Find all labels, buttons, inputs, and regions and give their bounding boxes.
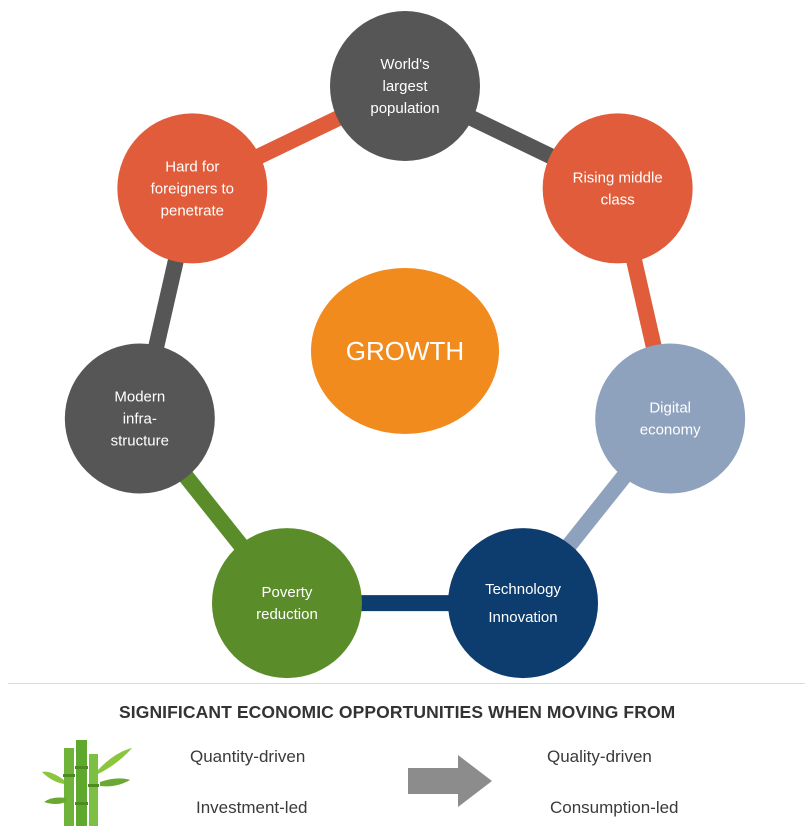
node-circle <box>448 528 599 679</box>
node-infrastructure: Modern infra-structure <box>64 343 215 494</box>
node-label-line: Modern <box>114 389 165 406</box>
node-circle <box>542 113 693 264</box>
node-circle <box>117 113 268 264</box>
to-item-quality: Quality-driven <box>547 747 652 766</box>
section-divider <box>8 683 805 684</box>
node-label-line: class <box>601 191 635 208</box>
node-label-line: infra- <box>123 411 157 428</box>
node-circle <box>595 343 746 494</box>
node-label-line: Digital <box>649 400 691 417</box>
node-population: World's largest population <box>330 11 480 161</box>
from-item-quantity: Quantity-driven <box>190 747 306 766</box>
node-label-line: reduction <box>256 606 318 623</box>
node-label-line: Rising middle <box>573 169 663 186</box>
node-label-line: largest <box>382 78 428 95</box>
node-label-line: population <box>370 100 439 117</box>
node-circle <box>64 343 215 494</box>
node-circle <box>330 11 480 161</box>
center-node: GROWTH <box>311 268 499 434</box>
node-label-line: Technology <box>485 581 561 598</box>
node-label-line: Innovation <box>488 609 557 626</box>
node-label-line: World's <box>380 56 429 73</box>
from-item-investment: Investment-led <box>196 798 308 817</box>
node-digital: Digital economy <box>595 343 746 494</box>
node-label-line: foreigners to <box>151 180 234 197</box>
node-poverty: Poverty reduction <box>211 528 362 679</box>
node-middle-class: Rising middle class <box>542 113 693 264</box>
bamboo-icon <box>42 740 132 826</box>
node-foreigners: Hard for foreigners to penetrate <box>117 113 268 264</box>
right-arrow-icon <box>408 755 492 807</box>
node-label-line: Poverty <box>262 584 313 601</box>
node-label-line: penetrate <box>161 202 224 219</box>
to-item-consumption: Consumption-led <box>550 798 679 817</box>
node-circle <box>211 528 362 679</box>
center-label: GROWTH <box>346 336 464 366</box>
opportunities-heading: SIGNIFICANT ECONOMIC OPPORTUNITIES WHEN … <box>119 702 676 722</box>
node-label-line: economy <box>640 422 701 439</box>
node-label-line: Hard for <box>165 158 219 175</box>
node-label-line: structure <box>111 433 169 450</box>
